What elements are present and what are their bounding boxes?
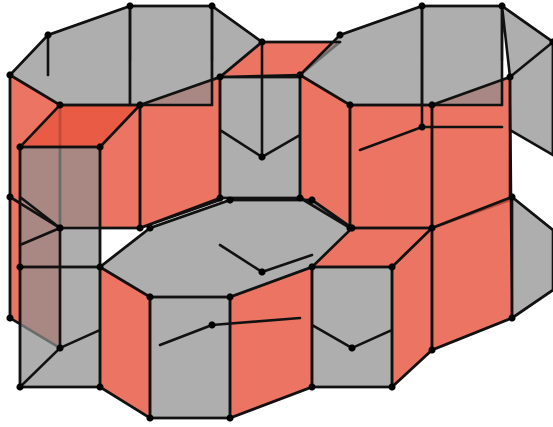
vertex-2 xyxy=(126,2,133,9)
grey-panel-10 xyxy=(312,267,392,387)
vertex-49 xyxy=(348,344,355,351)
vertex-23 xyxy=(428,224,435,231)
grey-panel-1 xyxy=(130,6,212,105)
red-panel-5 xyxy=(350,105,432,228)
vertex-9 xyxy=(336,31,343,38)
vertex-47 xyxy=(56,344,63,351)
vertex-27 xyxy=(16,263,23,270)
vertex-0 xyxy=(6,71,13,78)
vertex-15 xyxy=(346,101,353,108)
vertex-33 xyxy=(308,263,315,270)
vertex-19 xyxy=(136,224,143,231)
vertex-5 xyxy=(216,73,223,80)
vertex-3 xyxy=(208,2,215,9)
vertex-26 xyxy=(96,143,103,150)
grey-panel-4 xyxy=(422,6,502,105)
vertex-21 xyxy=(296,194,303,201)
vertex-7 xyxy=(56,101,63,108)
vertex-6 xyxy=(136,101,143,108)
vertex-48 xyxy=(258,268,265,275)
vertex-16 xyxy=(6,193,13,200)
vertex-13 xyxy=(506,73,513,80)
vertex-39 xyxy=(428,346,435,353)
vertex-51 xyxy=(56,224,63,231)
vertex-1 xyxy=(44,31,51,38)
vertex-8 xyxy=(296,71,303,78)
vertex-42 xyxy=(226,196,233,203)
vertex-11 xyxy=(498,2,505,9)
vertex-43 xyxy=(308,196,315,203)
vertex-34 xyxy=(388,263,395,270)
vertex-17 xyxy=(6,314,13,321)
vertex-20 xyxy=(216,194,223,201)
vertex-36 xyxy=(226,414,233,421)
vertex-38 xyxy=(388,383,395,390)
vertex-14 xyxy=(428,101,435,108)
vertex-50 xyxy=(208,321,215,328)
vertex-37 xyxy=(308,383,315,390)
vertex-31 xyxy=(146,293,153,300)
vertex-28 xyxy=(96,263,103,270)
vertex-30 xyxy=(96,383,103,390)
vertex-24 xyxy=(508,193,515,200)
vertex-4 xyxy=(258,38,265,45)
vertex-10 xyxy=(418,2,425,9)
vertex-46 xyxy=(418,123,425,130)
vertex-41 xyxy=(146,224,153,231)
vertex-25 xyxy=(16,143,23,150)
vertex-44 xyxy=(348,224,355,231)
grey-panel-9 xyxy=(150,297,230,418)
vertex-45 xyxy=(258,153,265,160)
vertex-32 xyxy=(226,293,233,300)
vertex-35 xyxy=(146,414,153,421)
vertex-29 xyxy=(16,383,23,390)
vertex-40 xyxy=(508,314,515,321)
